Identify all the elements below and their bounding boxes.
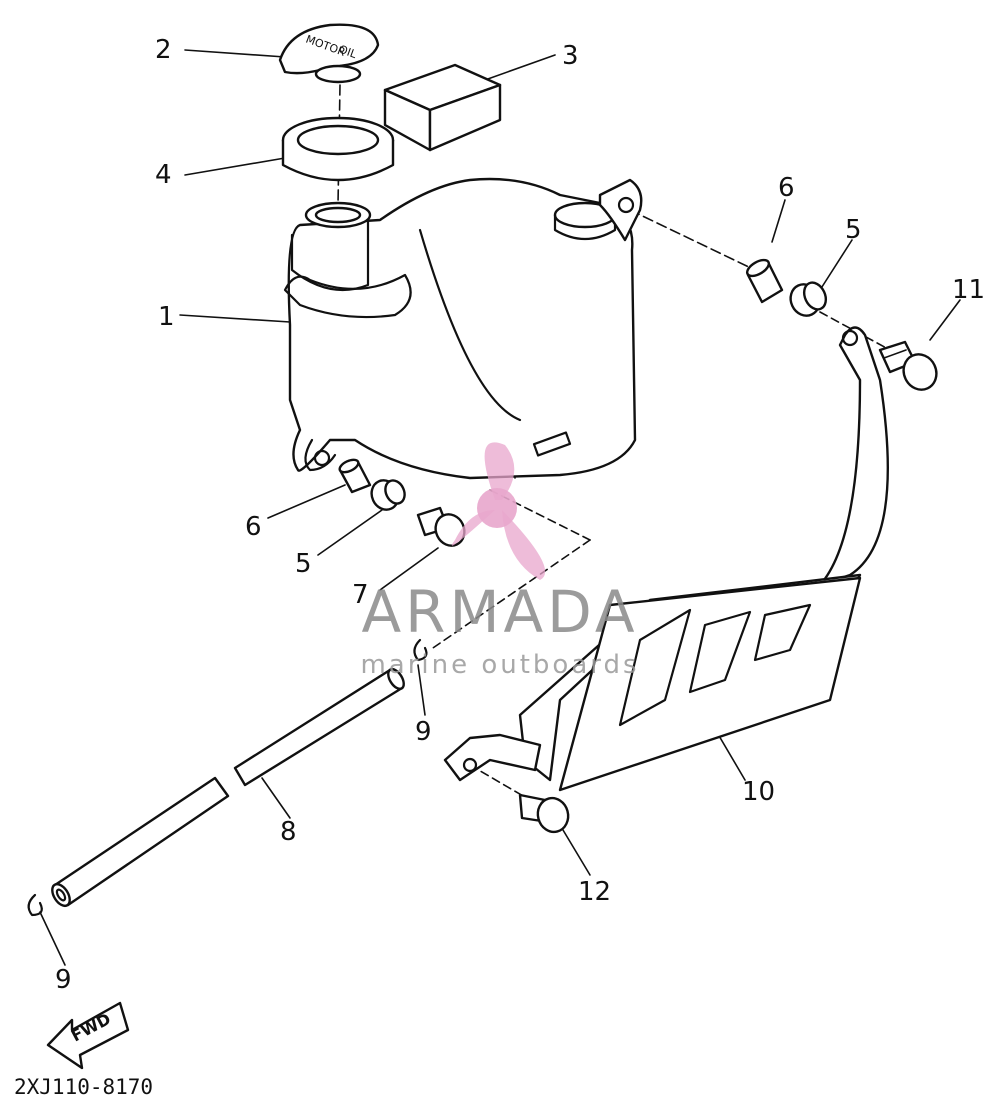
callout-8: 8 xyxy=(280,817,297,847)
strainer-ring xyxy=(281,116,395,182)
callout-4: 4 xyxy=(155,160,172,190)
watermark: ARMADA marine outboards xyxy=(360,442,639,680)
callout-7: 7 xyxy=(352,580,369,610)
callout-11: 11 xyxy=(952,275,985,305)
hose-clip-lower xyxy=(27,893,43,917)
diagram-code: 2XJ110-8170 xyxy=(14,1075,153,1099)
oil-cap: MOTOR OIL xyxy=(278,23,380,84)
callout-12: 12 xyxy=(578,877,611,907)
callout-5-left: 5 xyxy=(295,549,312,579)
bracket-10 xyxy=(443,326,889,792)
collar-left xyxy=(338,458,372,494)
callout-9-upper: 9 xyxy=(415,717,432,747)
grommet-right xyxy=(789,281,828,317)
grommet-left xyxy=(370,479,406,511)
bolt-12 xyxy=(518,793,570,834)
watermark-subtitle: marine outboards xyxy=(360,650,639,680)
callout-6-left: 6 xyxy=(245,512,262,542)
cap-label-line2: OIL xyxy=(337,43,359,62)
callout-2: 2 xyxy=(155,35,172,65)
hose-clip-upper xyxy=(413,638,428,662)
callout-9-lower: 9 xyxy=(55,965,72,995)
propeller-logo-icon xyxy=(451,442,546,580)
oil-tank xyxy=(283,177,643,480)
callout-10: 10 xyxy=(742,777,775,807)
forward-arrow-icon: FWD xyxy=(46,1001,130,1070)
oil-hose xyxy=(51,667,405,908)
callout-5-right: 5 xyxy=(845,215,862,245)
callout-6-right: 6 xyxy=(778,173,795,203)
callout-1: 1 xyxy=(158,302,175,332)
foam-pad xyxy=(383,63,502,152)
callout-labels: 2 3 4 1 6 5 11 6 5 7 9 10 8 12 9 xyxy=(55,35,985,995)
watermark-title: ARMADA xyxy=(361,578,638,646)
callout-3: 3 xyxy=(562,41,579,71)
bolt-11 xyxy=(878,340,938,391)
collar-right xyxy=(745,258,784,304)
